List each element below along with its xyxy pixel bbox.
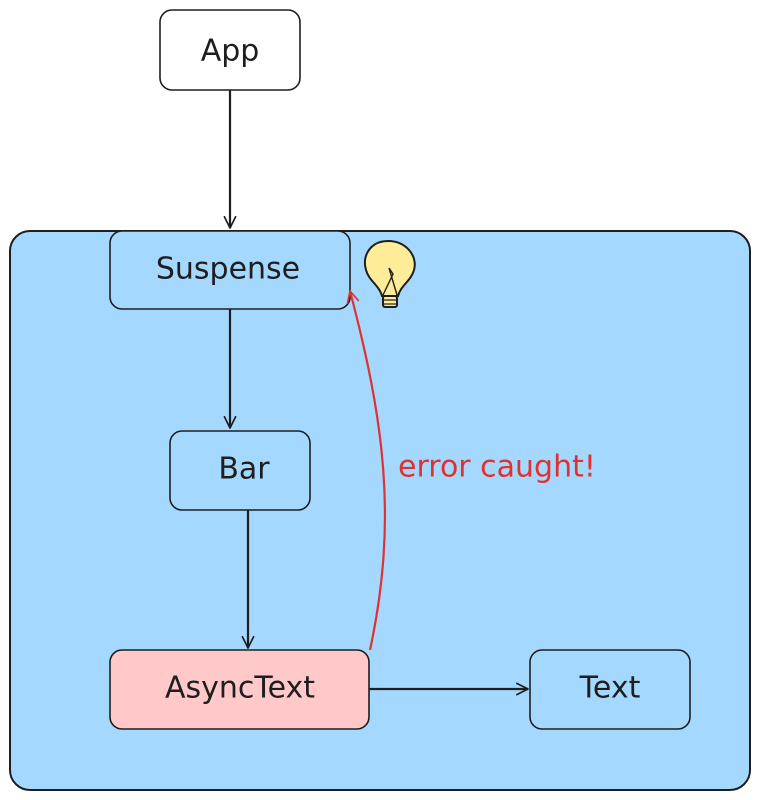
node-asynctext[interactable]: AsyncText (109, 649, 370, 730)
node-suspense-label: Suspense (156, 252, 300, 287)
error-caught-annotation: error caught! (398, 450, 596, 485)
node-asynctext-label: AsyncText (165, 671, 315, 706)
lightbulb-icon (364, 239, 416, 308)
node-app[interactable]: App (159, 9, 301, 91)
node-bar-label: Bar (218, 452, 270, 487)
node-suspense[interactable]: Suspense (109, 230, 351, 310)
node-text-label: Text (579, 671, 641, 706)
edge-error-caught (346, 290, 387, 651)
node-app-label: App (201, 34, 260, 69)
node-text[interactable]: Text (529, 649, 691, 730)
node-bar[interactable]: Bar (169, 430, 311, 511)
